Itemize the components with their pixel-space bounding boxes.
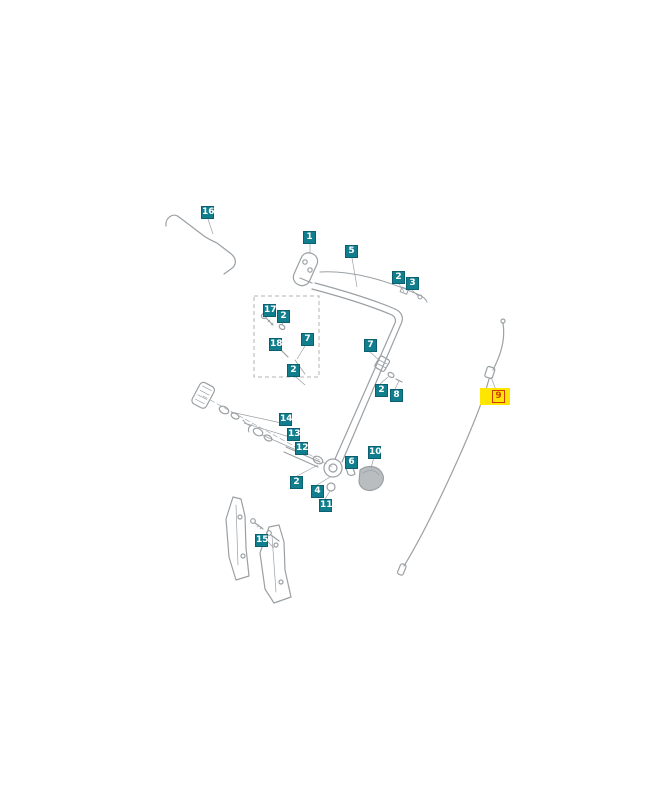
right-knob-hardware: [374, 355, 403, 383]
part-label-7[interactable]: 7: [301, 333, 314, 346]
detail-box: [253, 295, 320, 378]
part-label-2[interactable]: 2: [290, 476, 303, 489]
part-label-6[interactable]: 6: [345, 456, 358, 469]
part-label-2[interactable]: 2: [277, 310, 290, 323]
part-label-2[interactable]: 2: [392, 271, 405, 284]
bracket-plates: [225, 496, 292, 604]
part-label-1[interactable]: 1: [303, 231, 316, 244]
part-label-16[interactable]: 16: [201, 206, 215, 219]
part-label-18[interactable]: 18: [269, 338, 283, 351]
part-label-9-highlighted[interactable]: 9: [492, 390, 505, 403]
part-label-14[interactable]: 14: [279, 413, 293, 426]
part-label-5[interactable]: 5: [345, 245, 358, 258]
part-label-4[interactable]: 4: [311, 485, 324, 498]
part-label-2[interactable]: 2: [287, 364, 300, 377]
part-label-8[interactable]: 8: [390, 389, 403, 402]
part-label-15[interactable]: 15: [255, 534, 269, 547]
part-label-11[interactable]: 11: [319, 499, 333, 512]
rod-part: [165, 214, 236, 275]
part-label-7[interactable]: 7: [364, 339, 377, 352]
handle-tube: [311, 282, 403, 463]
part-label-12[interactable]: 12: [295, 442, 309, 455]
part-label-3[interactable]: 3: [406, 277, 419, 290]
leader-lines: [207, 218, 497, 549]
part-label-10[interactable]: 10: [368, 446, 382, 459]
lever-part: [358, 465, 385, 492]
grip-part: [292, 252, 319, 287]
part-label-13[interactable]: 13: [287, 428, 301, 441]
part-label-17[interactable]: 17: [263, 304, 277, 317]
part-label-2[interactable]: 2: [375, 384, 388, 397]
